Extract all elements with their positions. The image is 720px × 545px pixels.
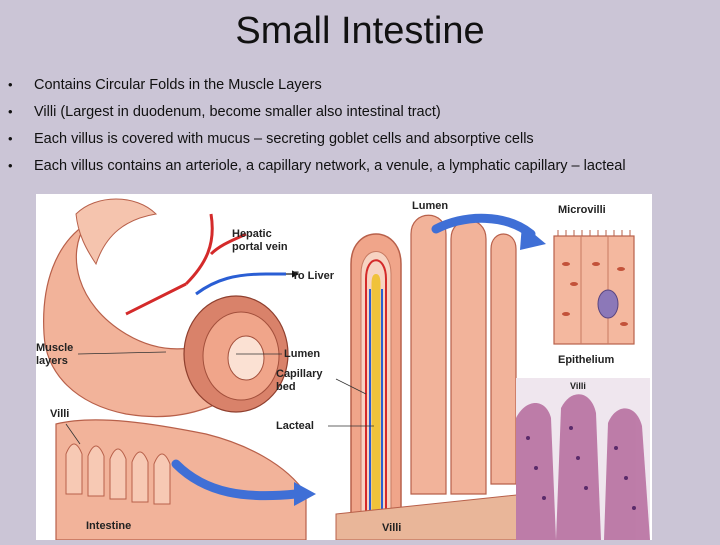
villi-neighbors bbox=[410, 214, 517, 495]
anatomy-illustration bbox=[43, 198, 635, 541]
histology-micrograph: Villi bbox=[516, 378, 650, 540]
leader-lines bbox=[65, 351, 374, 445]
venule-vessel bbox=[369, 289, 383, 514]
slide-title: Small Intestine bbox=[235, 10, 485, 52]
label-intestine: Intestine bbox=[86, 520, 132, 532]
epithelium-block bbox=[553, 235, 635, 345]
bullet-list: • Contains Circular Folds in the Muscle L… bbox=[8, 76, 708, 175]
bullet-icon: • bbox=[8, 131, 13, 146]
bullet-text: Villi (Largest in duodenum, become small… bbox=[34, 104, 441, 120]
anatomy-figure: Hepatic portal vein To Liver Muscle laye… bbox=[36, 194, 652, 541]
label-villi-bottom: Villi bbox=[382, 522, 402, 534]
micrograph-villi bbox=[516, 394, 650, 540]
arteriole-vessel bbox=[365, 259, 387, 514]
micrograph-image bbox=[516, 378, 650, 540]
hepatic-portal-vein bbox=[195, 272, 286, 296]
label-muscle-layers: Muscle layers bbox=[36, 342, 74, 367]
bullet-text: Contains Circular Folds in the Muscle La… bbox=[34, 77, 322, 93]
label-epithelium: Epithelium bbox=[558, 354, 615, 366]
label-microvilli: Microvilli bbox=[558, 204, 606, 216]
bullet-item: • Each villus contains an arteriole, a ca… bbox=[8, 157, 708, 175]
epithelium-organelles bbox=[562, 262, 628, 326]
intestine-lumen bbox=[227, 335, 265, 381]
bullet-icon: • bbox=[8, 104, 13, 119]
bullet-text: Each villus is covered with mucus – secr… bbox=[34, 131, 534, 147]
lacteal-vessel bbox=[371, 274, 381, 514]
label-to-liver: To Liver bbox=[292, 270, 334, 282]
artery-branch bbox=[125, 213, 247, 316]
bullet-item: • Each villus is covered with mucus – sec… bbox=[8, 130, 708, 148]
label-lumen-top: Lumen bbox=[412, 200, 449, 212]
bullet-text: Each villus contains an arteriole, a cap… bbox=[34, 158, 626, 174]
label-lumen-left: Lumen bbox=[284, 348, 321, 360]
label-villi-left: Villi bbox=[50, 408, 70, 420]
bullet-icon: • bbox=[8, 158, 13, 173]
blue-arrow-lower bbox=[171, 459, 301, 501]
label-villi-histo: Villi bbox=[570, 381, 586, 391]
blue-arrow-lower-head bbox=[294, 482, 316, 506]
blue-arrow-upper-head bbox=[520, 224, 546, 250]
intestine-top-curl bbox=[75, 198, 158, 266]
label-lacteal: Lacteal bbox=[276, 420, 314, 432]
bullet-icon: • bbox=[8, 77, 13, 92]
label-capillary-bed: Capillary bed bbox=[276, 368, 323, 393]
micrograph-nuclei bbox=[526, 426, 636, 510]
villi-row-left bbox=[65, 443, 171, 505]
bullet-item: • Villi (Largest in duodenum, become smal… bbox=[8, 103, 708, 121]
microvilli-fringe bbox=[557, 230, 631, 236]
epithelium-nucleus bbox=[597, 289, 619, 319]
label-hepatic-portal-vein: Hepatic portal vein bbox=[232, 228, 288, 253]
bullet-item: • Contains Circular Folds in the Muscle L… bbox=[8, 76, 708, 94]
